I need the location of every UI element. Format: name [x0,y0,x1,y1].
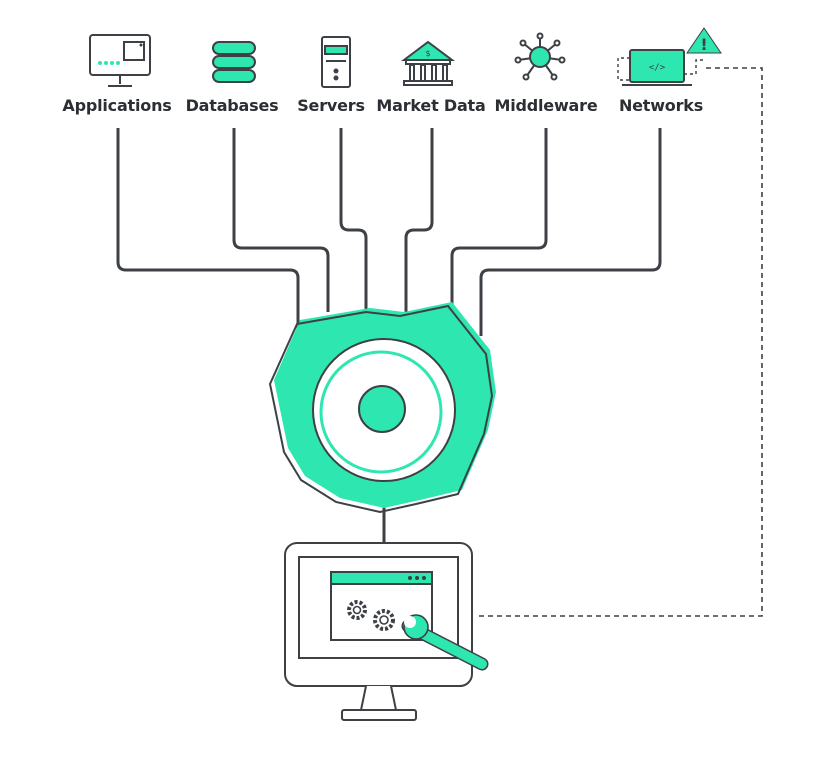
database-icon [212,41,256,83]
monitor-icon [89,34,151,87]
network-nodes-icon [514,32,566,81]
connector-middleware [450,128,548,314]
warning-triangle-icon: ! [686,27,722,54]
gear-icon [268,302,496,514]
svg-text:</>: </> [649,63,666,73]
label-databases: Databases [185,96,279,115]
connector-market-data [404,128,434,318]
connector-servers [339,128,368,320]
laptop-code-icon: </> [617,49,706,86]
label-middleware: Middleware [494,96,598,115]
label-networks: Networks [618,96,704,115]
svg-text:!: ! [700,35,707,54]
svg-text:$: $ [425,49,430,58]
connector-networks [479,128,662,336]
bank-icon: $ [401,40,455,86]
wrench-icon [401,614,489,671]
connector-lines [116,128,662,543]
label-applications: Applications [62,96,172,115]
settings-window [330,571,433,641]
alert-dashed-link [476,67,763,617]
label-servers: Servers [297,96,365,115]
monitor-settings-icon [284,542,489,721]
connector-applications [116,128,300,330]
label-market-data: Market Data [376,96,486,115]
connector-databases [232,128,330,312]
server-icon [321,36,351,88]
